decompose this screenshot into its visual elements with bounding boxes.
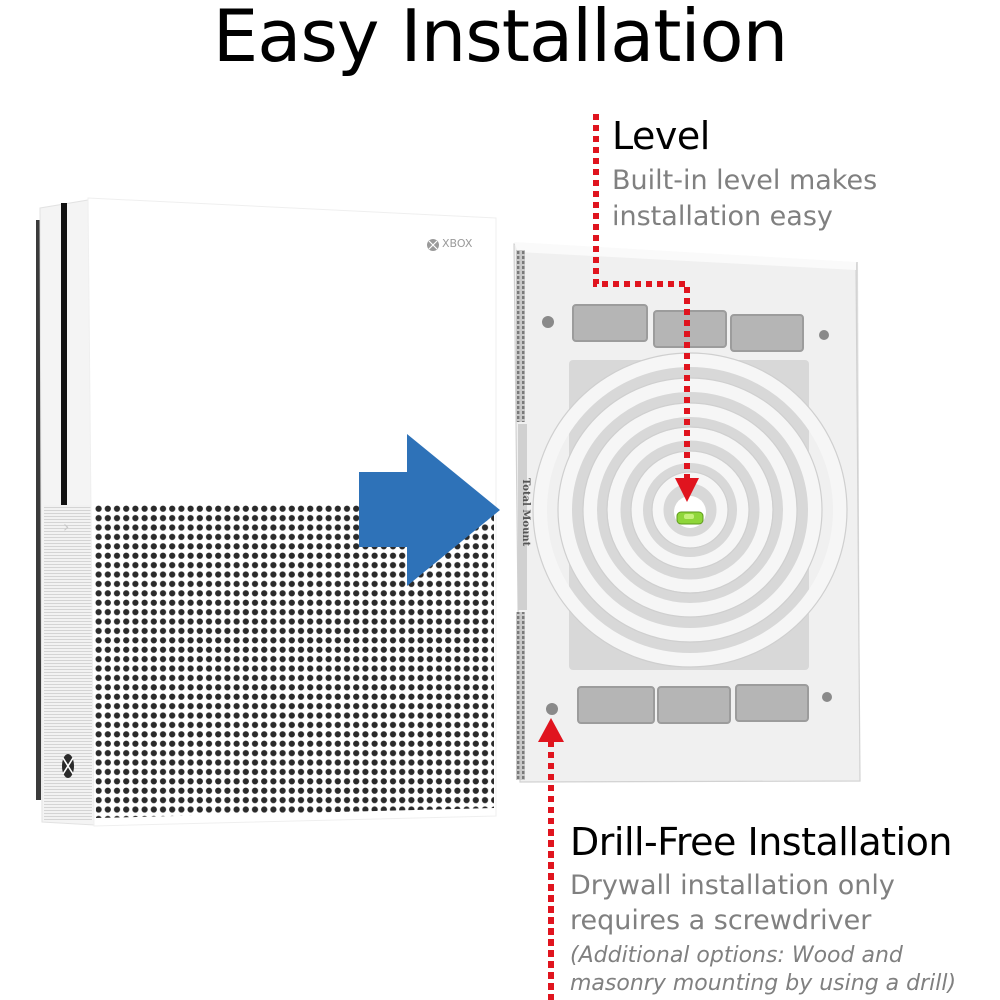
- xbox-brand-text: XBOX: [442, 237, 473, 250]
- wall-mount: Total Mount: [513, 242, 861, 783]
- drill-free-note-line-1: (Additional options: Wood and: [570, 943, 903, 968]
- level-heading: Level: [612, 114, 710, 158]
- mount-brand-label: Total Mount: [520, 478, 531, 547]
- xbox-logo-icon: [427, 239, 439, 251]
- xbox-power-button-icon: [62, 754, 74, 778]
- drill-free-note-line-2: masonry mounting by using a drill): [570, 971, 957, 996]
- screw-hole: [546, 703, 558, 715]
- bubble-level-icon: [676, 511, 704, 525]
- level-description-line-2: installation easy: [612, 201, 833, 232]
- screw-hole: [819, 330, 829, 340]
- screw-hole: [542, 316, 554, 328]
- xbox-console: ›: [36, 197, 497, 827]
- drill-free-description-line-2: requires a screwdriver: [570, 905, 872, 936]
- drill-free-heading: Drill-Free Installation: [570, 820, 952, 864]
- down-arrow-icon: [675, 478, 699, 502]
- eject-chevron-icon: ›: [63, 517, 69, 536]
- page-title: Easy Installation: [212, 0, 788, 78]
- level-description-line-1: Built-in level makes: [612, 165, 878, 196]
- right-arrow-icon: [359, 434, 500, 586]
- up-arrow-icon: [538, 718, 564, 742]
- screw-hole: [822, 692, 832, 702]
- level-guide-line: [593, 114, 690, 478]
- drill-free-description-line-1: Drywall installation only: [570, 870, 895, 901]
